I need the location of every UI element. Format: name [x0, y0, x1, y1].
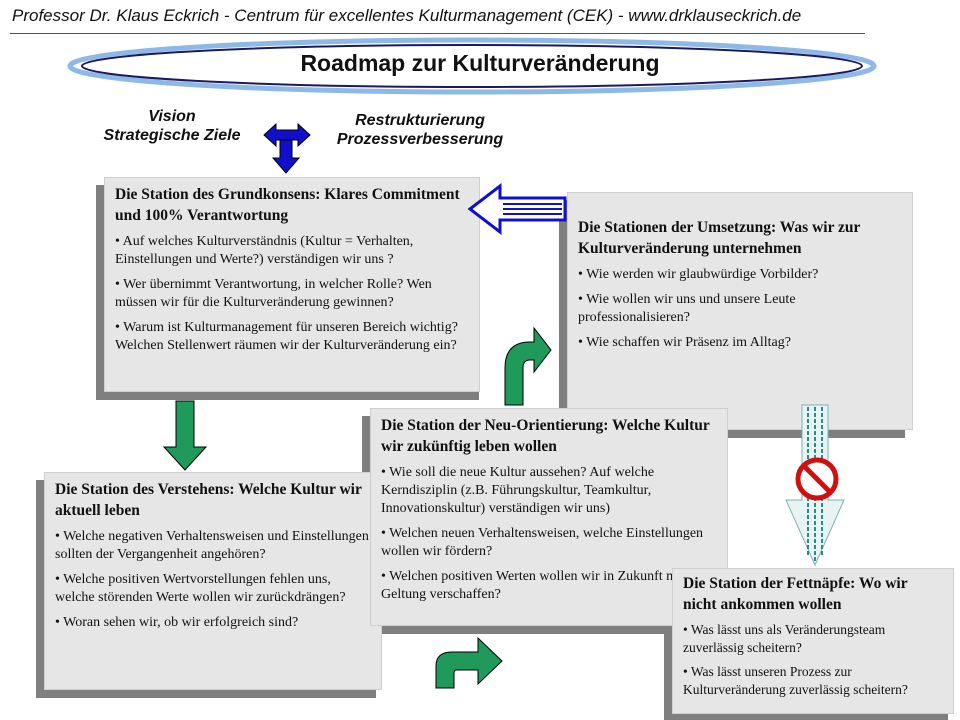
prohibition-sign-icon	[795, 457, 839, 501]
page-title: Roadmap zur Kulturveränderung	[300, 50, 660, 76]
blue-down-arrow-icon	[271, 139, 301, 174]
label-vision-line1: Vision	[148, 108, 196, 125]
grundkonsens-bullet-3: • Warum ist Kulturmanagement für unseren…	[115, 320, 458, 353]
station-umsetzung: Die Stationen der Umsetzung: Was wir zur…	[567, 192, 913, 430]
grundkonsens-title: Die Station des Grundkonsens: Klares Com…	[115, 186, 460, 224]
green-curved-up-arrow-icon	[504, 326, 552, 406]
fettnaepfe-title: Die Station der Fettnäpfe: Wo wir nicht …	[683, 575, 908, 613]
umsetzung-bullet-2: • Wie wollen wir uns und unsere Leute pr…	[578, 292, 796, 325]
label-vision: Vision Strategische Ziele	[72, 107, 272, 145]
verstehen-title: Die Station des Verstehens: Welche Kultu…	[55, 481, 362, 519]
verstehen-bullet-1: • Welche negativen Verhaltensweisen und …	[55, 529, 369, 562]
title-ellipse-inner	[81, 44, 863, 88]
neuorientierung-bullet-2: • Welchen neuen Verhaltensweisen, welche…	[381, 526, 704, 559]
umsetzung-title: Die Stationen der Umsetzung: Was wir zur…	[578, 219, 861, 257]
fettnaepfe-bullet-2: • Was lässt unseren Prozess zur Kulturve…	[683, 664, 908, 697]
label-vision-line2: Strategische Ziele	[103, 127, 241, 144]
green-down-arrow-icon	[162, 400, 208, 471]
header-divider	[10, 33, 865, 34]
label-restrukturierung-line1: Restrukturierung	[355, 112, 485, 129]
grundkonsens-bullet-1: • Auf welches Kulturverständnis (Kultur …	[115, 234, 414, 267]
station-fettnaepfe: Die Station der Fettnäpfe: Wo wir nicht …	[672, 568, 954, 714]
umsetzung-bullet-3: • Wie schaffen wir Präsenz im Alltag?	[578, 335, 791, 350]
green-curved-right-arrow-icon	[435, 636, 503, 689]
blue-left-arrow-icon	[467, 182, 567, 236]
umsetzung-bullet-1: • Wie werden wir glaubwürdige Vorbilder?	[578, 267, 819, 282]
neuorientierung-bullet-3: • Welchen positiven Werten wollen wir in…	[381, 569, 695, 602]
verstehen-bullet-2: • Welche positiven Wertvorstellungen feh…	[55, 572, 346, 605]
neuorientierung-title: Die Station der Neu-Orientierung: Welche…	[381, 417, 710, 455]
neuorientierung-bullet-1: • Wie soll die neue Kultur aussehen? Auf…	[381, 465, 655, 516]
fettnaepfe-bullet-1: • Was lässt uns als Veränderungsteam zuv…	[683, 622, 886, 655]
station-neuorientierung: Die Station der Neu-Orientierung: Welche…	[370, 408, 728, 626]
station-verstehen: Die Station des Verstehens: Welche Kultu…	[44, 472, 382, 690]
header-text: Professor Dr. Klaus Eckrich - Centrum fü…	[12, 6, 802, 25]
grundkonsens-bullet-2: • Wer übernimmt Verantwortung, in welche…	[115, 277, 432, 310]
blue-double-arrow-icon	[263, 122, 311, 148]
label-restrukturierung: Restrukturierung Prozessverbesserung	[300, 111, 540, 149]
station-grundkonsens: Die Station des Grundkonsens: Klares Com…	[104, 177, 480, 392]
label-restrukturierung-line2: Prozessverbesserung	[336, 131, 504, 148]
verstehen-bullet-3: • Woran sehen wir, ob wir erfolgreich si…	[55, 615, 299, 630]
title-ellipse-outer	[67, 37, 877, 95]
